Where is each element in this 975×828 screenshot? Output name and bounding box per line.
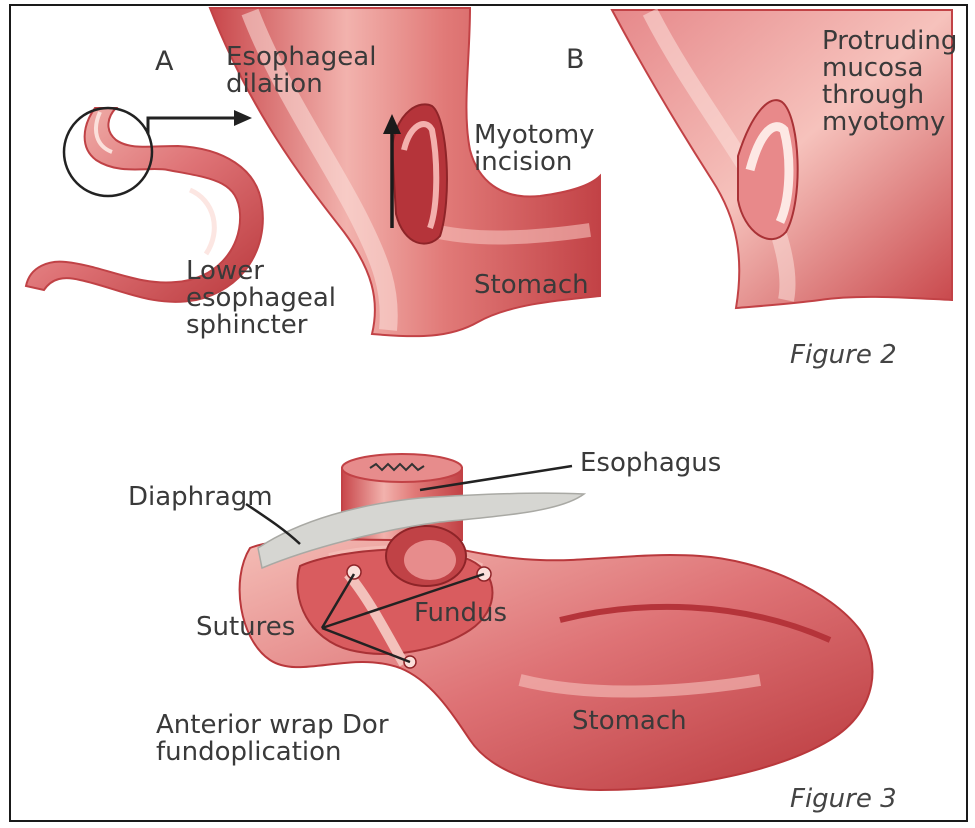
figure-3-caption: Figure 3 <box>790 786 897 813</box>
dor-fundoplication-label: Anterior wrap Dor fundoplication <box>156 712 389 766</box>
panel-a-label: A <box>155 48 173 75</box>
fundus-label: Fundus <box>414 600 507 627</box>
sutures-label: Sutures <box>196 614 295 641</box>
zoom-arrow <box>148 118 236 134</box>
lower-esophageal-sphincter-label: Lower esophageal sphincter <box>186 258 336 339</box>
figure-2-caption: Figure 2 <box>790 342 897 369</box>
esophagus-label: Esophagus <box>580 450 721 477</box>
myotomy-incision-label: Myotomy incision <box>474 122 595 176</box>
protruding-mucosa-label: Protruding mucosa through myotomy <box>822 28 957 136</box>
panel-b-label: B <box>566 46 585 73</box>
zoom-arrowhead <box>234 110 252 126</box>
esophageal-dilation-label: Esophageal dilation <box>226 44 376 98</box>
diaphragm-label: Diaphragm <box>128 484 273 511</box>
stomach-label-fig2: Stomach <box>474 272 589 299</box>
stomach-label-fig3: Stomach <box>572 708 687 735</box>
